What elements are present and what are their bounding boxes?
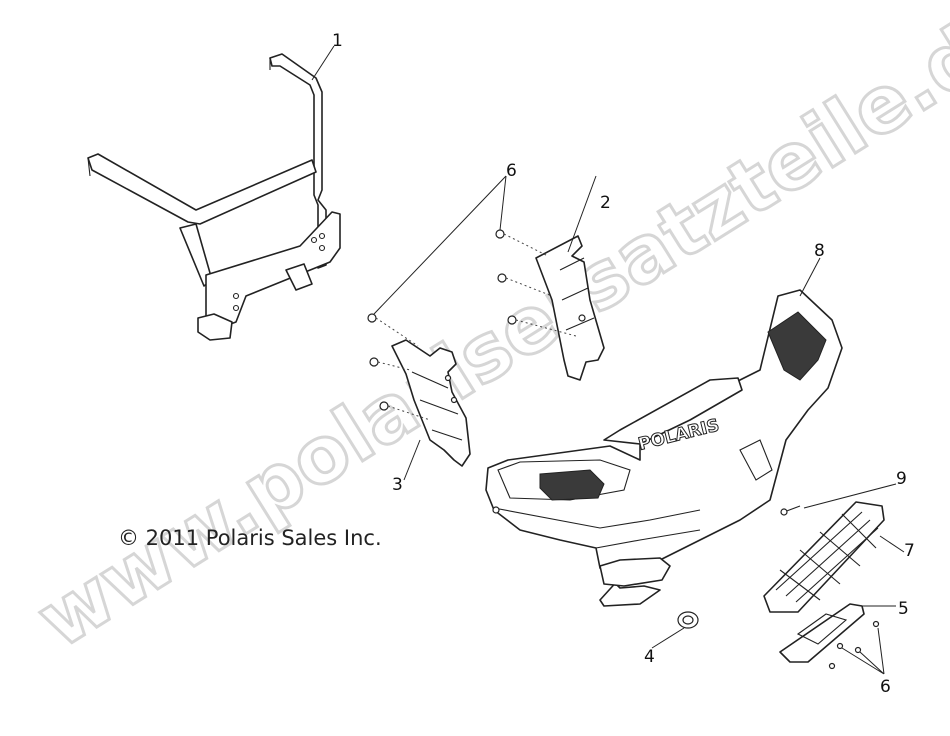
fasteners-lower [828, 620, 880, 670]
leader-lines [311, 45, 905, 675]
callout-8: 8 [814, 241, 825, 261]
front-bumper: POLARIS [485, 289, 843, 607]
callout-7: 7 [904, 541, 915, 561]
push-rivet [677, 611, 699, 629]
callout-1: 1 [332, 31, 343, 51]
callout-2: 2 [600, 193, 611, 213]
callout-5: 5 [898, 599, 909, 619]
brushguard-frame [87, 53, 341, 341]
right-bracket [535, 235, 605, 381]
skid-plate [779, 603, 865, 663]
mesh-grille [763, 501, 885, 613]
screw-9 [780, 505, 801, 516]
left-bracket [391, 339, 471, 467]
callout-4: 4 [644, 647, 655, 667]
fasteners-upper [367, 229, 577, 421]
callout-6-lower: 6 [880, 677, 891, 697]
callout-9: 9 [896, 469, 907, 489]
callout-6-upper: 6 [506, 161, 517, 181]
copyright-text: © 2011 Polaris Sales Inc. [118, 526, 382, 550]
callout-3: 3 [392, 475, 403, 495]
